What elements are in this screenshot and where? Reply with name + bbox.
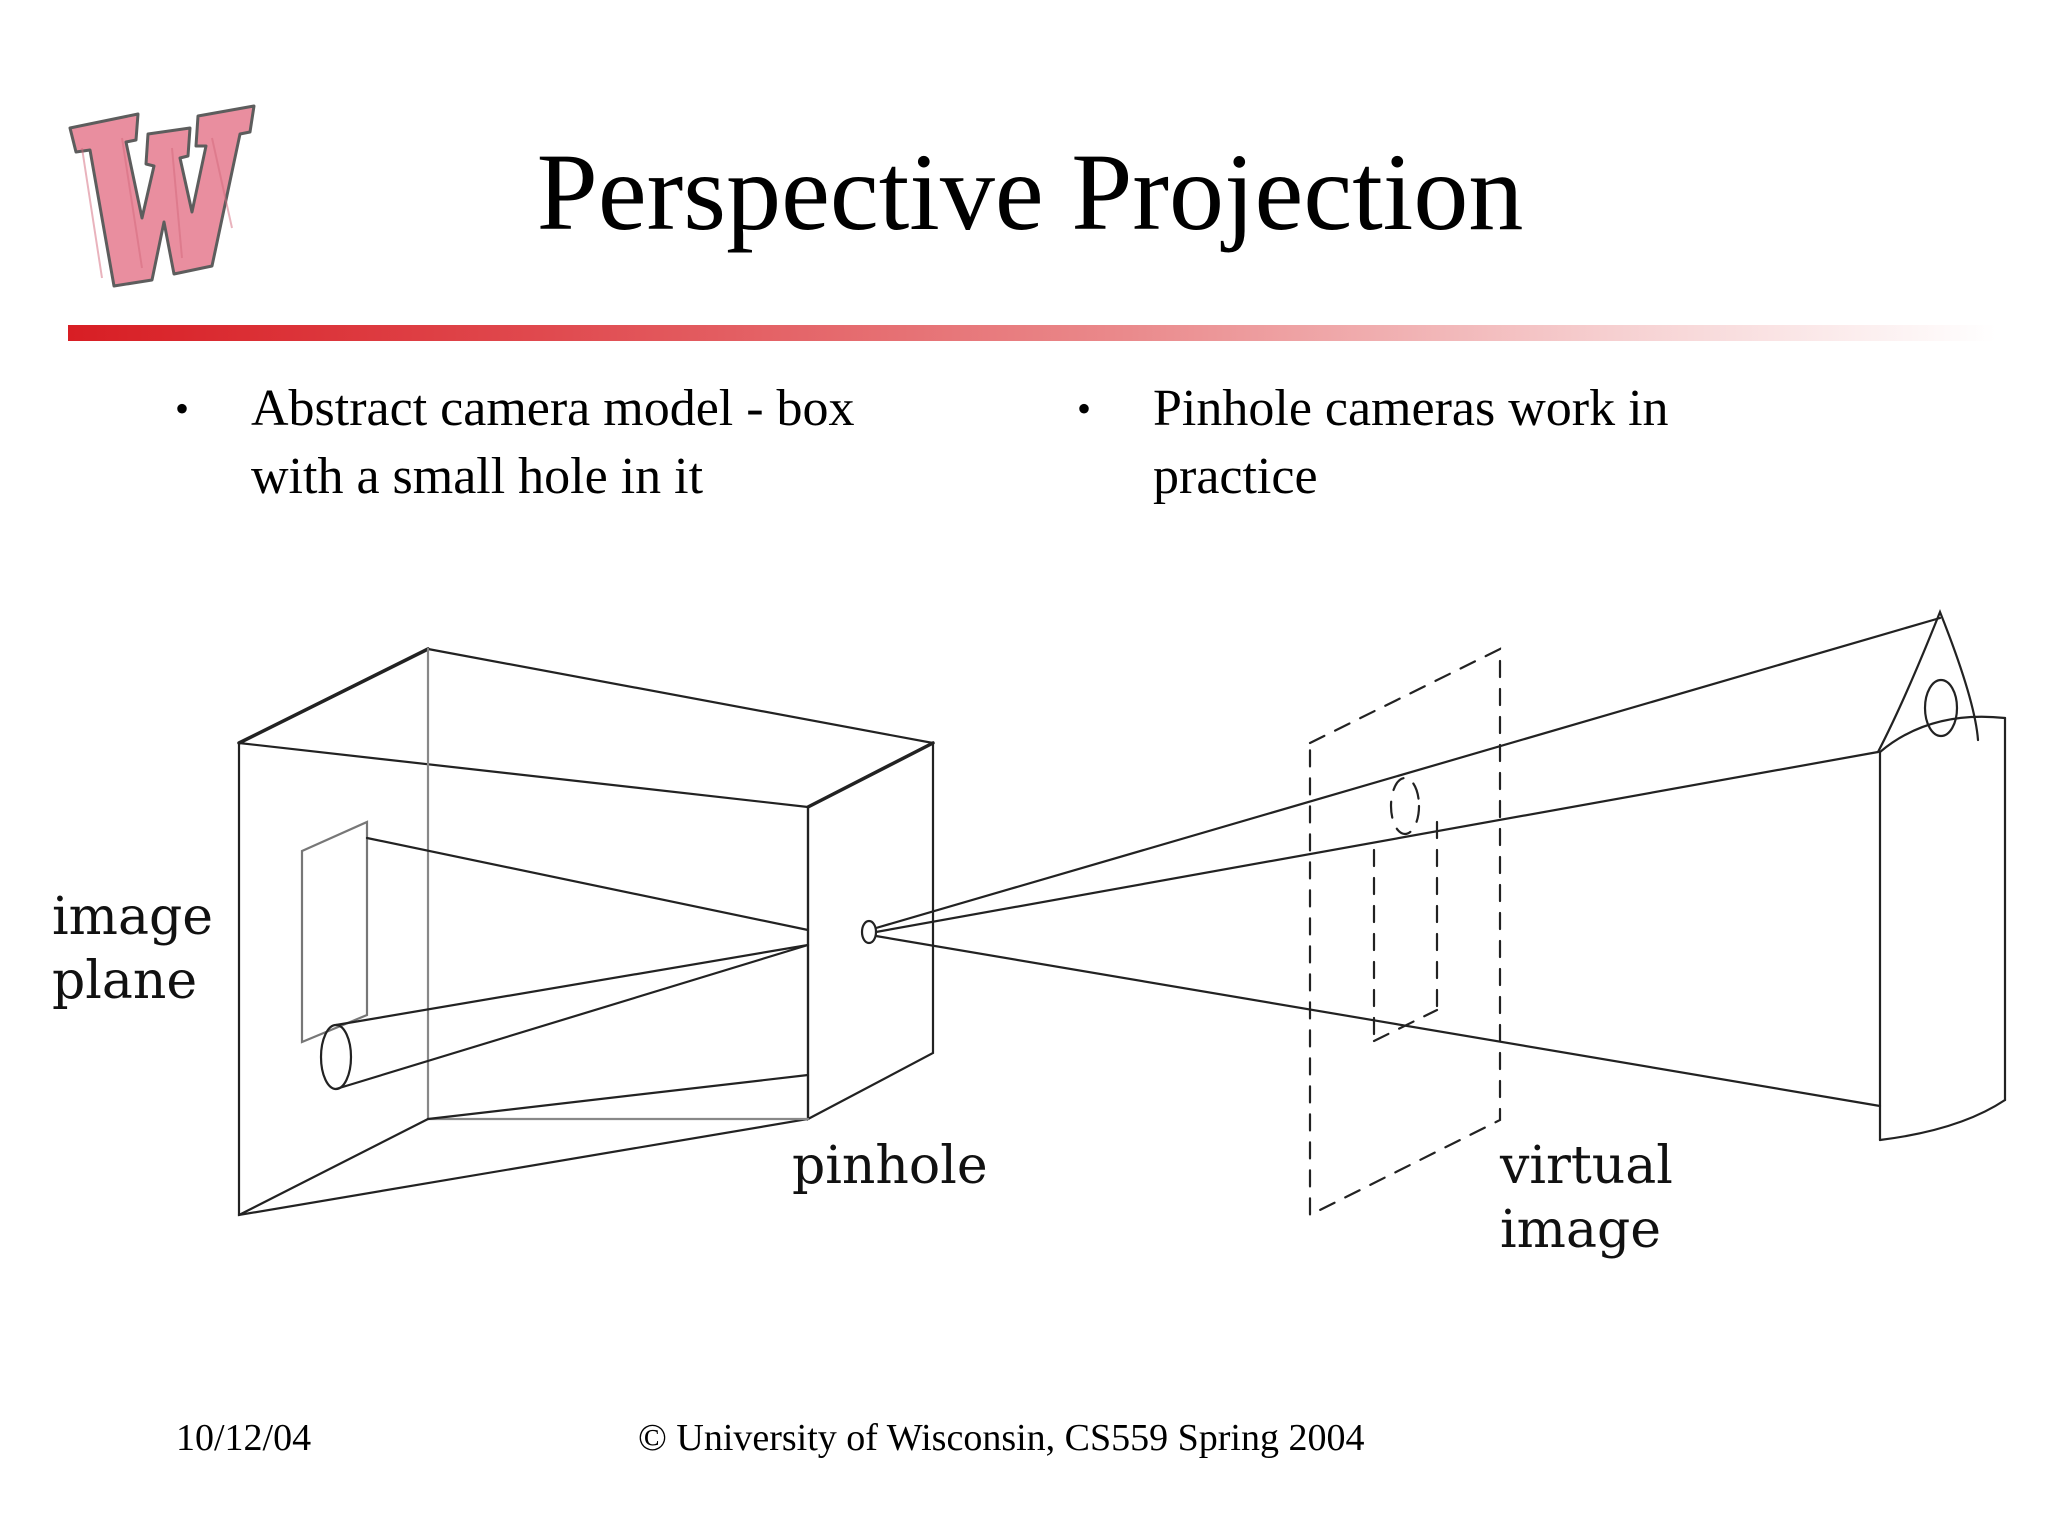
bullet-marker: •	[175, 386, 190, 431]
footer-copyright: © University of Wisconsin, CS559 Spring …	[638, 1417, 1365, 1459]
pinhole-point	[860, 919, 878, 945]
label-pinhole: pinhole	[792, 1136, 988, 1196]
bullet-line: Abstract camera model - box	[251, 380, 855, 437]
bullet-marker: •	[1077, 386, 1092, 431]
label-virtual-image-line1: virtual	[1499, 1136, 1673, 1196]
label-virtual-image-line2: image	[1500, 1200, 1661, 1260]
bullet-pinhole-cameras: • Pinhole cameras work in practice	[1077, 375, 1977, 515]
bullet-text: Pinhole cameras work in practice	[1153, 375, 1669, 511]
bullet-line: with a small hole in it	[251, 448, 704, 505]
footer-date: 10/12/04	[176, 1417, 312, 1459]
virtual-image-plane	[1308, 647, 1502, 1217]
image-plane-rect	[300, 820, 369, 1044]
inverted-candle	[319, 1023, 353, 1091]
label-image-plane-line2: plane	[52, 951, 197, 1011]
box-front-face	[806, 741, 935, 1121]
title-divider	[68, 325, 1996, 341]
bullet-line: Pinhole cameras work in	[1153, 380, 1669, 437]
label-image-plane-line1: image	[52, 887, 213, 947]
bullet-line: practice	[1153, 448, 1318, 505]
camera-box	[237, 647, 935, 1217]
candle	[1876, 609, 2007, 1142]
slide-title: Perspective Projection	[536, 131, 1524, 253]
wisconsin-w-logo-icon	[68, 104, 256, 288]
bullet-abstract-camera: • Abstract camera model - box with a sma…	[175, 375, 975, 515]
bullet-text: Abstract camera model - box with a small…	[251, 375, 855, 511]
box-back-face	[237, 741, 810, 1217]
